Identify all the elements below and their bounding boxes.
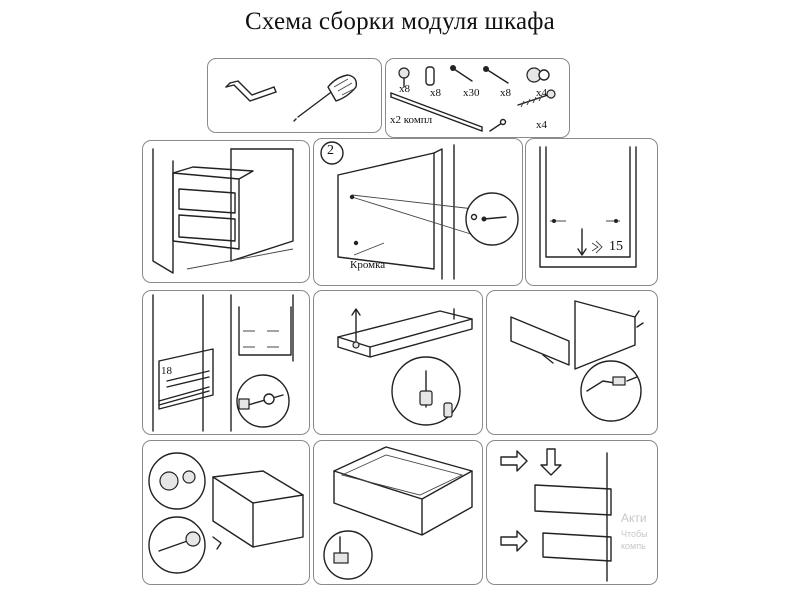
count-cam-locks: x4 [536,87,547,99]
count-screws: x30 [463,87,480,99]
count-confirmat-screws: x4 [536,119,547,131]
confirmat-screw-icon [517,89,556,108]
dowel-icon [425,66,435,86]
hex-key-icon [225,80,277,102]
hardware-illustration [390,65,556,132]
watermark-line-3: компь [621,541,646,551]
step-number-2: 2 [327,143,334,158]
assembled-drawer-illustration [323,446,473,580]
cam-lock-icon [526,67,550,83]
assembled-drawer-panel [313,440,483,585]
drawer-rail-icon [390,92,483,132]
rails-illustration [152,294,294,432]
rails-panel: 18 [142,290,310,435]
tools-illustration [225,74,358,122]
edge-label: Кромка [350,259,386,271]
drawer-insertion-illustration [500,448,612,582]
rail-offset-dimension: 18 [161,365,172,377]
cam-locks-illustration [148,452,304,574]
count-dowels: x8 [430,87,441,99]
spacing-dimension: 15 [609,239,623,254]
shelf-pins-illustration [337,308,473,426]
screwdriver-icon [293,74,358,122]
cam-bolt-icon [398,67,410,88]
tools-panel [207,58,382,133]
drawer-insertion-panel: Акти Чтобы компь [486,440,658,585]
watermark-line-2: Чтобы [621,529,648,539]
count-long-screws: x8 [500,87,511,99]
cam-locks-panel [142,440,310,585]
step2-panel: 2 Кромка [313,138,523,286]
cabinet-overview-illustration [152,148,294,274]
watermark-line-1: Акти [621,511,647,525]
diagram-title: Схема сборки модуля шкафа [245,8,555,35]
drawer-sides-illustration [510,300,644,422]
drawer-sides-panel [486,290,658,435]
shelf-pins-panel [313,290,483,435]
long-screw-icon [483,66,509,84]
cabinet-overview-panel [142,140,310,283]
step3-illustration [539,146,637,268]
screw-icon [450,65,473,82]
hardware-panel: x8 x8 x30 x8 x4 x4 x2 компл [385,58,570,138]
step2-illustration [320,141,519,280]
pin-icon [489,118,507,132]
count-cam-bolts: x8 [399,83,410,95]
step3-panel: 15 [525,138,658,286]
rail-kit-label: x2 компл [390,114,433,126]
